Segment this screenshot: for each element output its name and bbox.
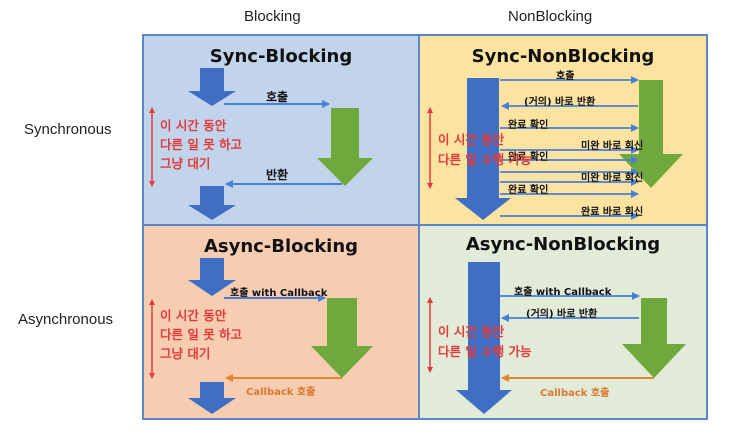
quadrant-title: Sync-Blocking xyxy=(209,46,353,67)
quadrant-title: Async-NonBlocking xyxy=(465,234,661,255)
column-header-blocking: Blocking xyxy=(244,8,301,25)
immediate-return-label: (거의) 바로 반환 xyxy=(524,97,596,108)
immediate-return-label: (거의) 바로 반환 xyxy=(526,309,598,320)
row-header-synchronous: Synchronous xyxy=(24,121,112,138)
callback-label: Callback 호출 xyxy=(246,387,316,398)
call-label: 호출 xyxy=(556,71,575,82)
call-with-callback-label: 호출 with Callback xyxy=(514,287,612,298)
quadrant-title: Async-Blocking xyxy=(203,236,359,257)
row-header-asynchronous: Asynchronous xyxy=(18,311,114,328)
not-done-reply-label: 미완 바로 회신 xyxy=(581,173,644,184)
call-label: 호출 xyxy=(266,90,289,104)
wait-note: 이 시간 동안 다른 일 못 하고 그냥 대기 xyxy=(160,118,243,171)
check-label: 완료 확인 xyxy=(508,120,549,131)
check-label: 완료 확인 xyxy=(508,185,549,196)
not-done-reply-label: 미완 바로 회신 xyxy=(581,141,644,152)
work-note: 이 시간 동안 다른 일 수행 가능 xyxy=(438,132,532,167)
call-with-callback-label: 호출 with Callback xyxy=(230,288,328,299)
wait-note: 이 시간 동안 다른 일 못 하고 그냥 대기 xyxy=(160,308,243,361)
column-header-nonblocking: NonBlocking xyxy=(508,8,593,25)
return-label: 반환 xyxy=(266,168,289,182)
quadrant-title: Sync-NonBlocking xyxy=(471,46,655,67)
done-reply-label: 완료 바로 회신 xyxy=(581,207,644,218)
callback-label: Callback 호출 xyxy=(540,388,610,399)
work-note: 이 시간 동안 다른 일 수행 가능 xyxy=(438,324,532,359)
check-label: 완료 확인 xyxy=(508,152,549,163)
